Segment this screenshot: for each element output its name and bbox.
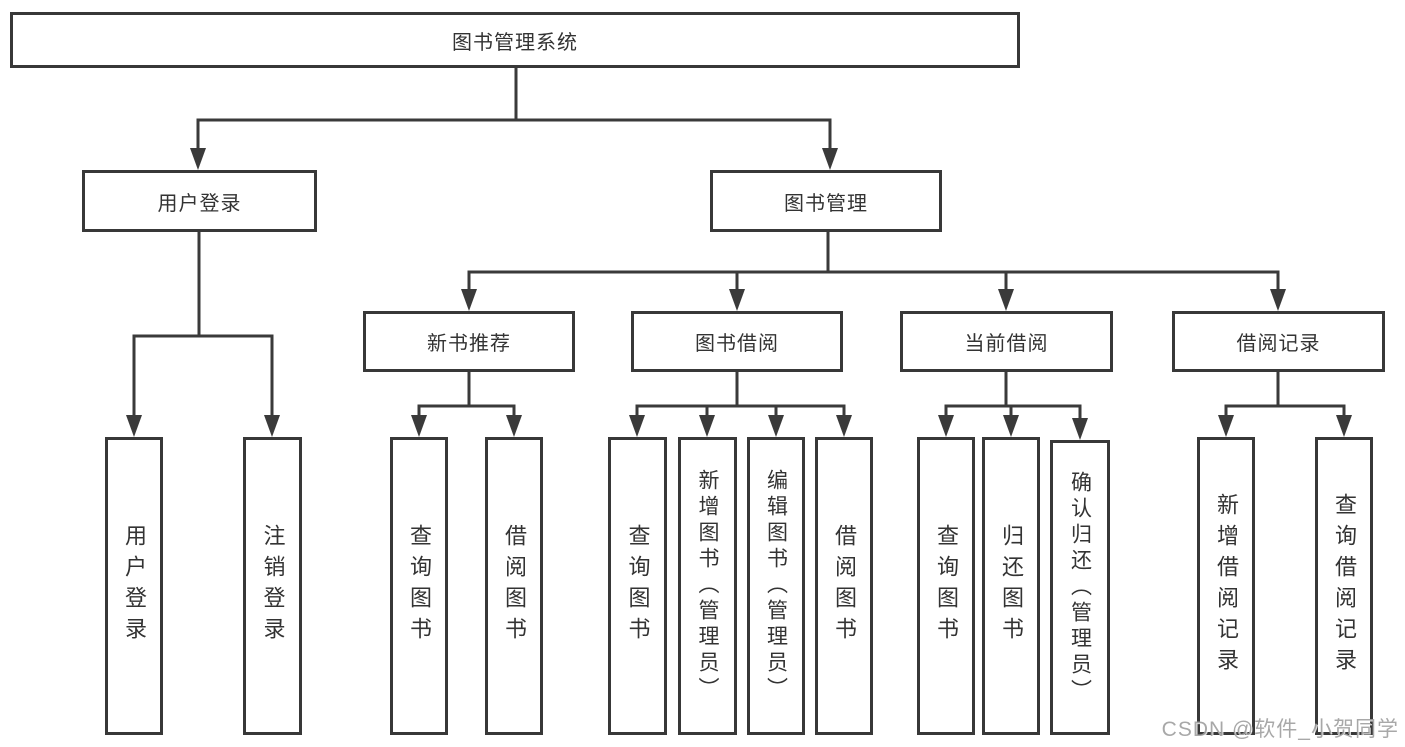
node-leaf-add-book-admin: 新增图书（管理员） bbox=[678, 437, 737, 735]
node-label: 新增借阅记录 bbox=[1214, 493, 1239, 679]
node-label: 图书管理系统 bbox=[452, 31, 578, 54]
node-label: 当前借阅 bbox=[964, 333, 1049, 355]
node-label: 图书管理 bbox=[784, 192, 868, 215]
arrow-down-icon bbox=[1218, 415, 1234, 437]
arrow-down-icon bbox=[411, 415, 427, 437]
arrow-down-icon bbox=[998, 289, 1014, 311]
connector-borrow-records bbox=[1224, 372, 1346, 419]
node-leaf-borrow-books: 借阅图书 bbox=[815, 437, 873, 735]
node-label: 归还图书 bbox=[999, 524, 1024, 648]
node-leaf-query-borrow-record: 查询借阅记录 bbox=[1315, 437, 1373, 735]
connector-user-login bbox=[132, 232, 274, 419]
node-label: 注销登录 bbox=[260, 524, 286, 648]
node-label: 用户登录 bbox=[157, 192, 242, 215]
node-label: 借阅图书 bbox=[832, 524, 857, 648]
arrow-down-icon bbox=[699, 415, 715, 437]
connector-root bbox=[196, 68, 832, 152]
node-label: 查询图书 bbox=[625, 524, 651, 648]
node-user-login: 用户登录 bbox=[82, 170, 317, 232]
arrow-down-icon bbox=[506, 415, 522, 437]
connector-book-management bbox=[467, 232, 1280, 293]
arrow-down-icon bbox=[729, 289, 745, 311]
arrow-down-icon bbox=[1072, 418, 1088, 440]
node-leaf-user-login: 用户登录 bbox=[105, 437, 163, 735]
node-label: 借阅图书 bbox=[502, 524, 527, 648]
arrow-down-icon bbox=[1003, 415, 1019, 437]
node-new-book-recommend: 新书推荐 bbox=[363, 311, 575, 372]
node-borrow-records: 借阅记录 bbox=[1172, 311, 1385, 372]
node-leaf-confirm-return-admin: 确认归还（管理员） bbox=[1050, 440, 1110, 735]
node-leaf-recommend-borrow-books: 借阅图书 bbox=[485, 437, 543, 735]
node-label: 新增图书（管理员） bbox=[696, 469, 719, 703]
arrow-down-icon bbox=[629, 415, 645, 437]
node-label: 图书借阅 bbox=[695, 333, 779, 355]
node-label: 新书推荐 bbox=[427, 333, 511, 355]
node-label: 编辑图书（管理员） bbox=[764, 469, 788, 703]
arrow-down-icon bbox=[461, 289, 477, 311]
arrow-down-icon bbox=[190, 148, 206, 170]
node-current-borrow: 当前借阅 bbox=[900, 311, 1113, 372]
node-leaf-recommend-query-books: 查询图书 bbox=[390, 437, 448, 735]
arrow-down-icon bbox=[264, 415, 280, 437]
node-label: 查询借阅记录 bbox=[1332, 493, 1357, 679]
arrow-down-icon bbox=[1336, 415, 1352, 437]
node-label: 查询图书 bbox=[407, 524, 432, 648]
node-label: 查询图书 bbox=[934, 524, 959, 648]
arrow-down-icon bbox=[822, 148, 838, 170]
connector-book-borrow bbox=[635, 372, 846, 419]
node-book-management: 图书管理 bbox=[710, 170, 942, 232]
arrow-down-icon bbox=[1270, 289, 1286, 311]
node-leaf-logout: 注销登录 bbox=[243, 437, 302, 735]
node-leaf-return-books: 归还图书 bbox=[982, 437, 1040, 735]
arrow-down-icon bbox=[768, 415, 784, 437]
arrow-down-icon bbox=[938, 415, 954, 437]
node-leaf-borrow-query-books: 查询图书 bbox=[608, 437, 667, 735]
node-leaf-current-query-books: 查询图书 bbox=[917, 437, 975, 735]
watermark: CSDN @软件_小贺同学 bbox=[1161, 718, 1399, 741]
node-leaf-add-borrow-record: 新增借阅记录 bbox=[1197, 437, 1255, 735]
node-book-borrow: 图书借阅 bbox=[631, 311, 843, 372]
arrow-down-icon bbox=[126, 415, 142, 437]
connector-current-borrow bbox=[944, 372, 1082, 422]
node-label: 借阅记录 bbox=[1236, 333, 1321, 355]
node-leaf-edit-book-admin: 编辑图书（管理员） bbox=[747, 437, 805, 735]
node-label: 用户登录 bbox=[122, 524, 147, 648]
arrow-down-icon bbox=[836, 415, 852, 437]
node-root-system: 图书管理系统 bbox=[10, 12, 1020, 68]
node-label: 确认归还（管理员） bbox=[1068, 470, 1092, 705]
connector-new-book-recommend bbox=[417, 372, 516, 419]
